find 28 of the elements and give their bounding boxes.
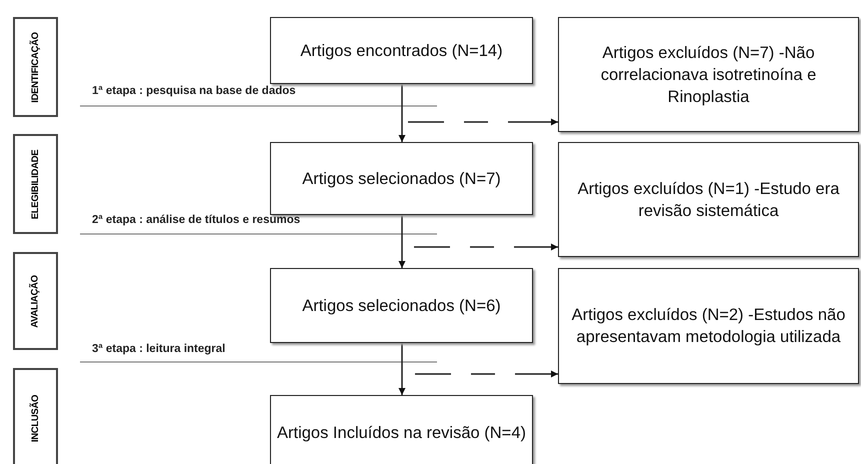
phase-label: AVALIAÇÃO: [30, 274, 41, 328]
process-box: [270, 142, 533, 215]
box-text: Artigos excluídos (N=7) -Não correlacionava isotretinoína e Rinoplastia: [600, 42, 818, 108]
box-text: Artigos encontrados (N=14): [299, 40, 504, 62]
box-text: Artigos excluídos (N=1) -Estudo era revisão sistemática: [576, 178, 840, 222]
stage-label: 1ª etapa : pesquisa na base de dados: [92, 85, 296, 97]
phase-label-box: [13, 17, 58, 117]
process-box: [270, 268, 533, 343]
arrow: [398, 343, 406, 395]
phase-label: INCLUSÃO: [30, 394, 41, 442]
process-box: [558, 142, 859, 257]
arrow: [398, 215, 406, 268]
phase-label: ELEGIBILIDADE: [30, 149, 41, 219]
phase-label-box: [13, 134, 58, 234]
box-text: Artigos selecionados (N=6): [301, 296, 502, 316]
stage-label: 2ª etapa : análise de títulos e resumos: [92, 214, 300, 226]
box-text: Artigos excluídos (N=2) -Estudos não apresentavam metodologia utilizada: [570, 305, 846, 348]
box-text: Artigos selecionados (N=7): [301, 168, 502, 190]
box-text: Artigos Incluídos na revisão (N=4): [276, 422, 527, 444]
process-box: [270, 17, 533, 84]
process-box: [558, 268, 859, 384]
process-box: [558, 17, 859, 132]
process-box: [270, 395, 533, 464]
phase-label: IDENTIFICAÇÃO: [30, 32, 41, 102]
phase-label-box: [13, 252, 58, 350]
stage-label: 3ª etapa : leitura integral: [92, 343, 226, 355]
phase-label-box: [13, 368, 58, 464]
arrow: [398, 84, 406, 142]
